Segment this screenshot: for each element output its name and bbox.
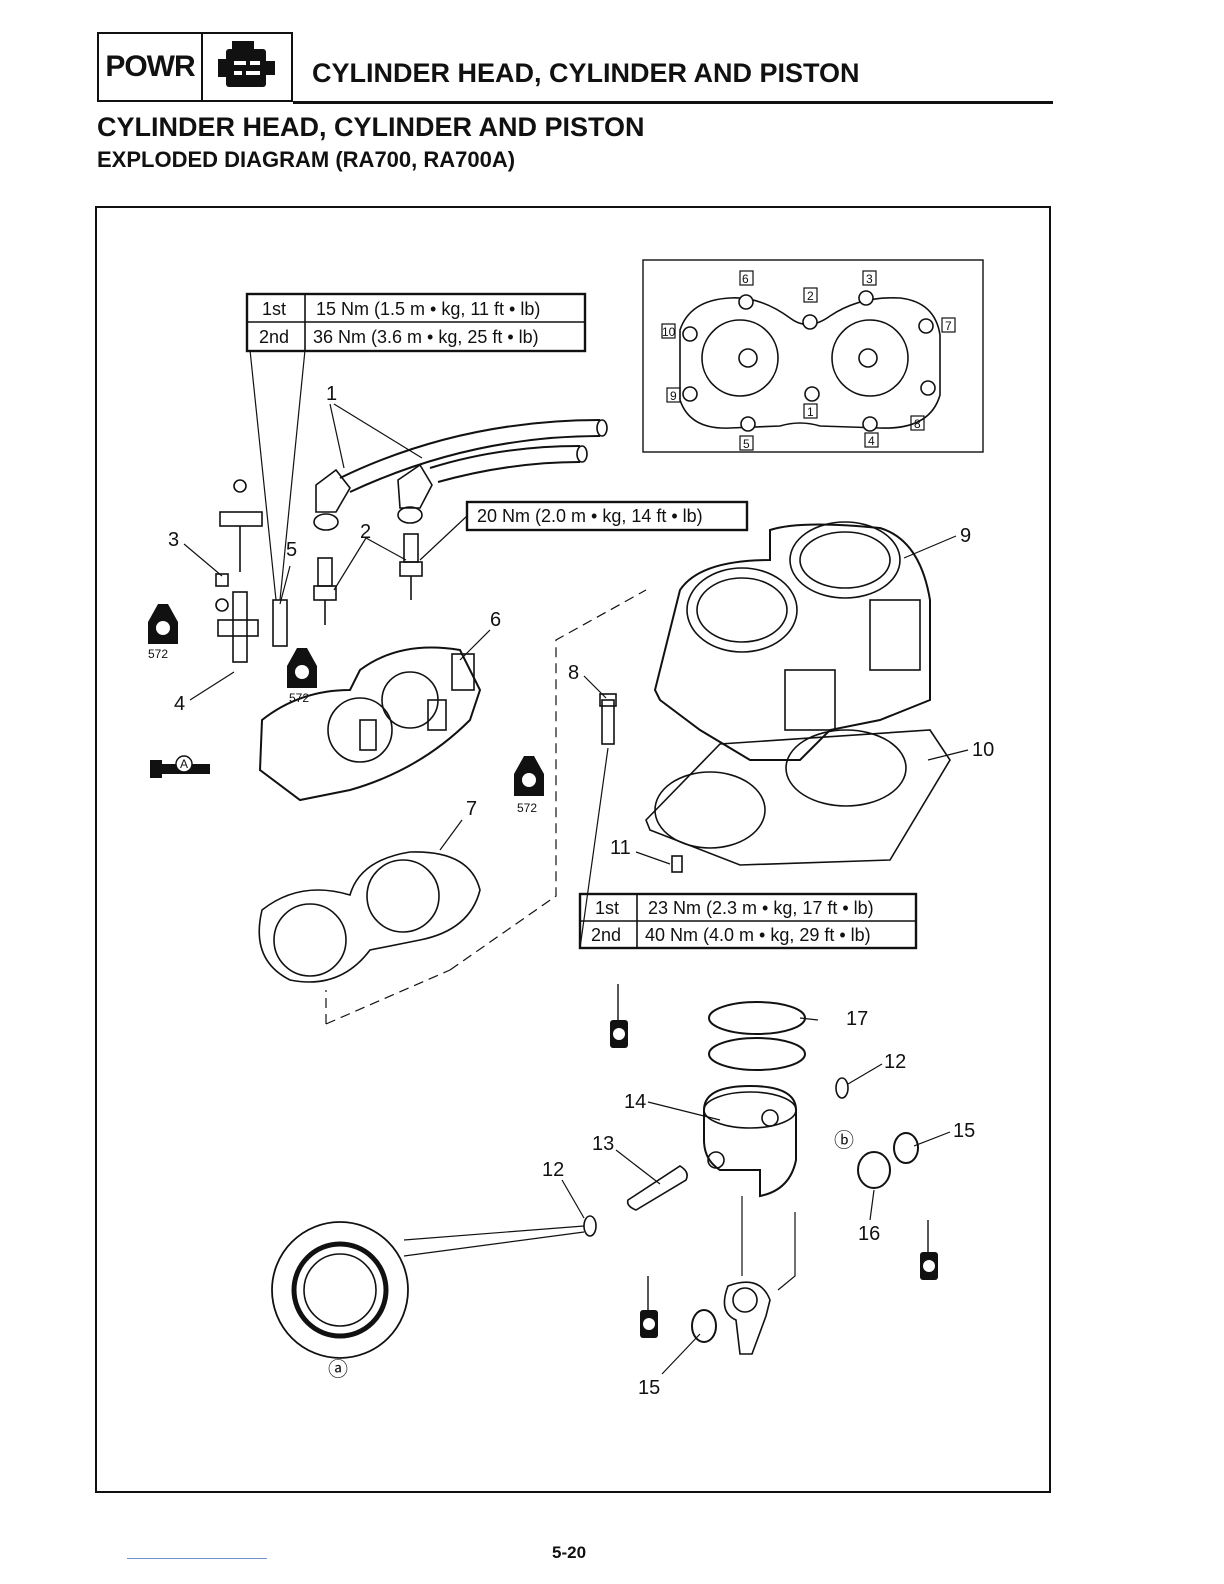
oil-can-icon: [610, 984, 628, 1048]
callout-3: 3: [168, 529, 179, 551]
header-rule: [293, 101, 1053, 104]
cyl-bolt-stage-2: 2nd: [591, 925, 621, 945]
cyl-bolt-stage-1: 1st: [595, 898, 619, 918]
callout-2: 2: [360, 521, 371, 543]
diagram-frame: [95, 206, 1051, 1493]
callout-10: 10: [972, 739, 994, 761]
head-bolt-value-1: 15 Nm (1.5 m • kg, 11 ft • lb): [316, 299, 540, 319]
footer-line: [127, 1558, 267, 1559]
seq-label-7: 7: [945, 319, 952, 333]
oil-can-icon: [640, 1276, 658, 1338]
cyl-bolt-value-1: 23 Nm (2.3 m • kg, 17 ft • lb): [648, 898, 874, 918]
callout-12-top: 12: [884, 1051, 906, 1073]
callout-1: 1: [326, 383, 337, 405]
loctite-icon: 572: [287, 648, 317, 705]
mark-a: ⓐ: [328, 1358, 348, 1381]
loctite-number-mid: 572: [289, 691, 309, 705]
seq-label-8: 8: [914, 417, 921, 431]
seq-label-5: 5: [743, 437, 750, 451]
head-bolt-stage-1: 1st: [262, 299, 286, 319]
loctite-icon: 572: [148, 604, 178, 661]
seq-label-9: 9: [670, 389, 677, 403]
loctite-number-right: 572: [517, 801, 537, 815]
cyl-bolt-value-2: 40 Nm (4.0 m • kg, 29 ft • lb): [645, 925, 871, 945]
callout-12-bottom: 12: [542, 1159, 564, 1181]
tightening-sequence-inset: [642, 259, 984, 453]
torque-table-head-bolt: [245, 292, 587, 353]
callout-11: 11: [610, 837, 631, 859]
mark-b: ⓑ: [834, 1129, 854, 1152]
seq-label-2: 2: [807, 289, 814, 303]
callout-8: 8: [568, 662, 579, 684]
callout-16: 16: [858, 1223, 880, 1245]
section-tab: POWR: [97, 32, 293, 102]
header-title: CYLINDER HEAD, CYLINDER AND PISTON: [312, 58, 860, 88]
seq-label-3: 3: [866, 272, 873, 286]
torque-table-cylinder-bolt: [578, 892, 918, 950]
grease-gun-icon: A: [150, 755, 210, 778]
callout-15-right: 15: [953, 1120, 975, 1142]
spark-plug-torque: 20 Nm (2.0 m • kg, 14 ft • lb): [477, 506, 703, 526]
callout-15-bottom: 15: [638, 1377, 660, 1399]
head-bolt-value-2: 36 Nm (3.6 m • kg, 25 ft • lb): [313, 327, 539, 347]
callout-14: 14: [624, 1091, 646, 1113]
callout-5: 5: [286, 539, 297, 561]
seq-label-1: 1: [807, 405, 814, 419]
seq-label-6: 6: [742, 272, 749, 286]
page-number: 5-20: [552, 1543, 587, 1562]
engine-icon: [203, 34, 291, 100]
loctite-icon: 572: [514, 756, 544, 815]
section-code: POWR: [99, 34, 203, 100]
section-title: CYLINDER HEAD, CYLINDER AND PISTON: [97, 112, 645, 142]
callout-6: 6: [490, 609, 501, 631]
head-bolt-stage-2: 2nd: [259, 327, 289, 347]
callout-4: 4: [174, 693, 185, 715]
seq-label-4: 4: [868, 434, 875, 448]
oil-can-icon: [920, 1220, 938, 1280]
grease-label: A: [180, 757, 188, 771]
callout-7: 7: [466, 798, 477, 820]
callout-9: 9: [960, 525, 971, 547]
section-subtitle: EXPLODED DIAGRAM (RA700, RA700A): [97, 147, 516, 172]
seq-label-10: 10: [662, 325, 676, 339]
loctite-number-left: 572: [148, 647, 168, 661]
callout-17: 17: [846, 1008, 868, 1030]
callout-13: 13: [592, 1133, 614, 1155]
